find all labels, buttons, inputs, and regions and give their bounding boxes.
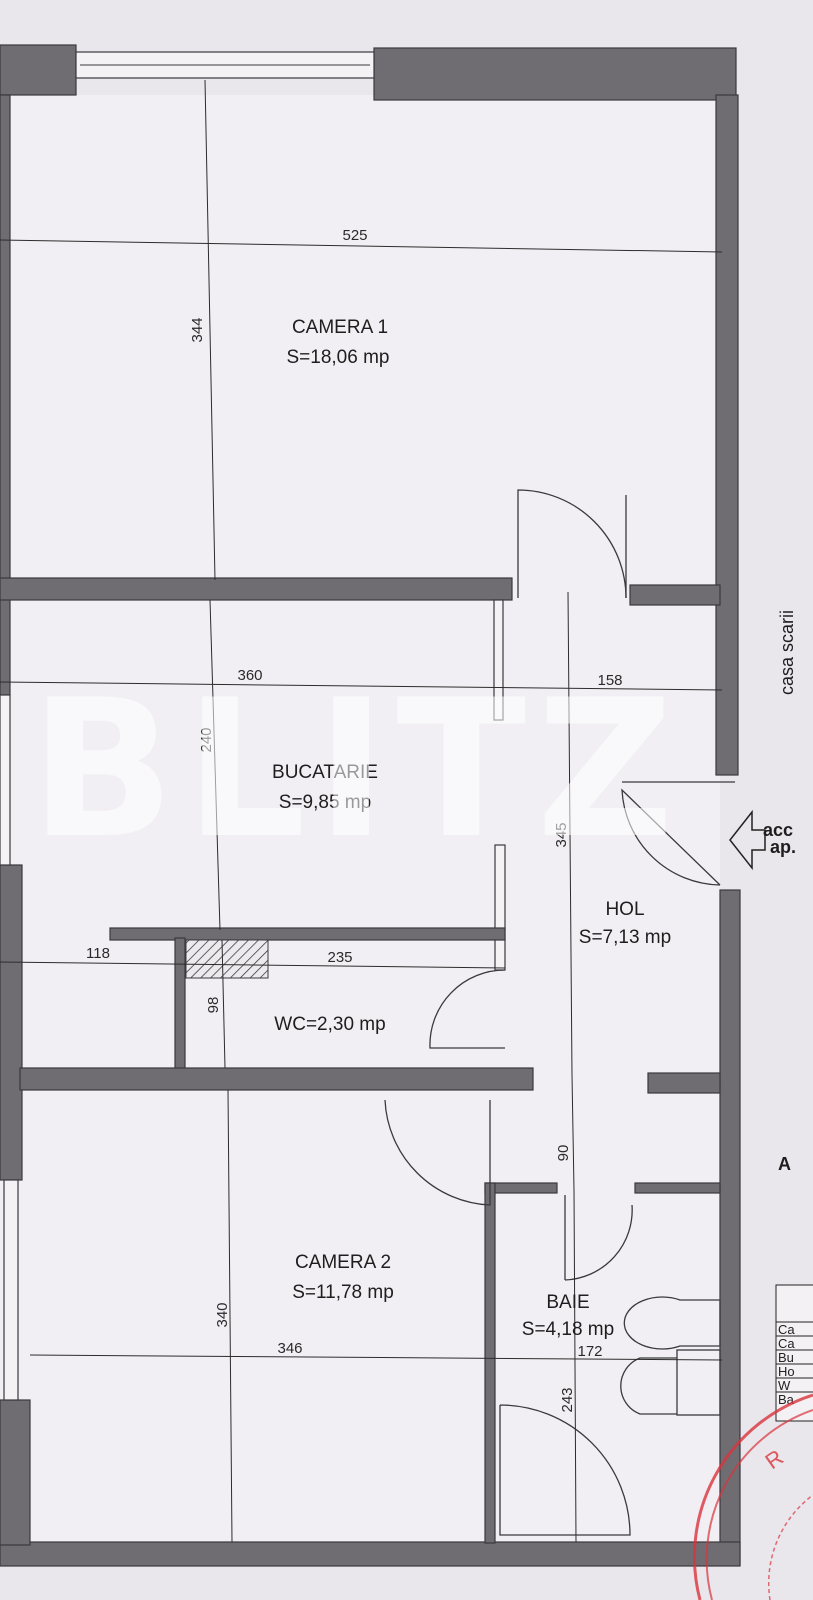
dim-158: 158 <box>597 672 622 689</box>
doors <box>384 489 735 1281</box>
room-name-baie: BAIE <box>546 1292 589 1313</box>
apartment-floor <box>0 95 720 1545</box>
dim-240: 240 <box>198 727 215 752</box>
watermark: BLITZ <box>30 659 684 880</box>
door-entrance <box>621 788 721 886</box>
room-area-bucatarie: S=9,85 mp <box>279 792 371 813</box>
dim-235: 235 <box>327 949 352 966</box>
room-area-hol: S=7,13 mp <box>579 927 671 948</box>
dim-344: 344 <box>189 317 206 342</box>
dim-98: 98 <box>205 997 222 1014</box>
bathroom-fixtures <box>499 1296 721 1536</box>
table-row: Ca <box>778 1322 795 1337</box>
stairwell-label: casa scarii <box>777 610 797 695</box>
door-camera1 <box>517 489 627 599</box>
room-area-wc: WC=2,30 mp <box>274 1014 385 1035</box>
access-sublabel: ap. <box>770 837 796 857</box>
area-table: Ca Ca Bu Ho W Ba <box>775 1284 813 1422</box>
window-left-kitchen <box>0 694 11 866</box>
hatched-duct <box>185 939 269 979</box>
dim-118: 118 <box>86 945 110 962</box>
dimension-lines <box>0 79 723 1543</box>
section-letter: A <box>778 1154 791 1174</box>
toilet <box>623 1296 721 1350</box>
dimension-labels: 525 344 360 158 240 345 118 235 98 90 34… <box>86 227 622 1413</box>
window-left <box>3 1179 19 1401</box>
room-name-camera2: CAMERA 2 <box>295 1252 391 1273</box>
room-area-camera2: S=11,78 mp <box>292 1282 394 1303</box>
sink <box>620 1357 677 1415</box>
walls <box>0 44 741 1567</box>
door-camera2 <box>384 1099 491 1206</box>
room-name-bucatarie: BUCATARIE <box>272 762 378 783</box>
dim-360: 360 <box>237 667 262 684</box>
dim-90: 90 <box>555 1145 572 1162</box>
door-baie <box>564 1195 633 1281</box>
table-row: Bu <box>778 1350 794 1365</box>
shower <box>499 1404 631 1536</box>
entrance-arrow-icon <box>729 809 766 871</box>
room-area-camera1: S=18,06 mp <box>287 347 390 368</box>
room-name-hol: HOL <box>605 899 644 920</box>
counter <box>676 1349 721 1416</box>
room-name-camera1: CAMERA 1 <box>292 317 388 338</box>
dim-345: 345 <box>553 822 570 847</box>
dim-340: 340 <box>214 1302 231 1327</box>
door-wc <box>429 969 506 1049</box>
dim-172: 172 <box>577 1343 602 1360</box>
access-label: acc <box>763 820 793 840</box>
room-area-baie: S=4,18 mp <box>522 1319 614 1340</box>
room-labels: CAMERA 1 S=18,06 mp BUCATARIE S=9,85 mp … <box>272 317 671 1340</box>
dim-346: 346 <box>277 1340 302 1357</box>
dim-243: 243 <box>559 1387 576 1412</box>
table-row: W <box>778 1378 791 1393</box>
table-row: Ho <box>778 1364 795 1379</box>
table-row: Ca <box>778 1336 795 1351</box>
dim-525: 525 <box>342 227 367 244</box>
